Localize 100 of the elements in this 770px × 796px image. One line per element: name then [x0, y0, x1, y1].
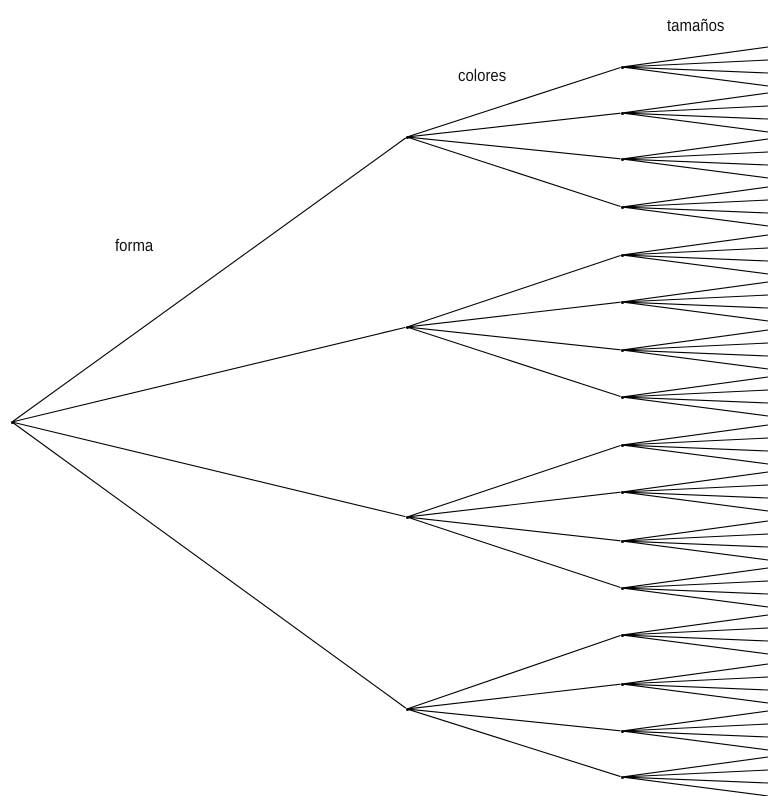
- branch-point: [620, 158, 624, 160]
- branch-point: [406, 516, 408, 518]
- branch-point: [620, 112, 624, 114]
- branch-line: [623, 206, 768, 214]
- branch-line: [623, 186, 768, 208]
- branch-line: [623, 723, 768, 732]
- branch-line: [408, 136, 621, 160]
- branch-line: [623, 588, 768, 608]
- branch-point: [10, 420, 14, 424]
- branch-line: [623, 254, 768, 275]
- branch-line: [408, 516, 621, 542]
- branch-line: [623, 247, 768, 256]
- branch-line: [408, 684, 621, 710]
- branch-point: [620, 396, 624, 398]
- branch-line: [623, 444, 768, 452]
- branch-line: [623, 105, 768, 114]
- branch-line: [13, 422, 406, 518]
- branch-line: [623, 254, 768, 262]
- level-label: forma: [115, 236, 154, 256]
- branch-point: [620, 254, 624, 256]
- branch-line: [623, 294, 768, 302]
- branch-line: [623, 138, 768, 160]
- branch-line: [623, 634, 768, 655]
- branch-line: [623, 234, 768, 256]
- branch-point: [620, 776, 624, 778]
- branch-line: [13, 326, 406, 422]
- branch-line: [623, 710, 768, 732]
- branch-line: [623, 66, 768, 87]
- level-label: tamaños: [667, 16, 724, 36]
- branch-line: [623, 350, 768, 370]
- branch-line: [623, 350, 768, 357]
- branch-line: [12, 422, 406, 709]
- branch-line: [408, 634, 621, 710]
- branch-line: [623, 634, 768, 642]
- branch-line: [623, 396, 768, 404]
- level-label: colores: [458, 66, 506, 86]
- branch-line: [623, 730, 768, 738]
- branch-point: [406, 136, 408, 138]
- branch-line: [623, 684, 768, 691]
- branch-line: [623, 627, 768, 636]
- branch-line: [623, 158, 768, 166]
- branch-line: [408, 326, 621, 398]
- branch-line: [623, 756, 768, 778]
- branch-line: [623, 302, 768, 309]
- branch-point: [620, 300, 624, 304]
- branch-point: [620, 66, 624, 68]
- branch-line: [623, 444, 768, 465]
- branch-line: [623, 329, 768, 350]
- branch-line: [623, 776, 768, 796]
- branch-line: [623, 567, 768, 588]
- branch-line: [623, 484, 768, 492]
- branch-line: [623, 46, 768, 68]
- branch-line: [623, 533, 768, 542]
- branch-line: [623, 676, 768, 684]
- branch-line: [623, 206, 768, 227]
- branch-line: [408, 444, 621, 518]
- branch-line: [623, 540, 768, 548]
- branch-point: [620, 730, 624, 732]
- branch-point: [620, 444, 624, 446]
- branch-line: [623, 769, 768, 778]
- branch-line: [408, 302, 621, 328]
- branch-line: [623, 520, 768, 542]
- branch-point: [620, 634, 624, 636]
- branch-line: [408, 254, 621, 328]
- branch-line: [408, 112, 621, 138]
- branch-point: [620, 206, 624, 208]
- branch-line: [623, 158, 768, 179]
- branch-line: [623, 580, 768, 588]
- branch-point: [406, 326, 408, 328]
- branch-line: [623, 376, 768, 398]
- branch-line: [623, 492, 768, 499]
- branch-line: [623, 199, 768, 208]
- branch-point: [620, 490, 624, 494]
- branch-line: [623, 151, 768, 160]
- branch-line: [623, 588, 768, 595]
- branch-line: [623, 614, 768, 636]
- branch-point: [620, 586, 624, 590]
- branch-line: [408, 136, 621, 208]
- branch-line: [408, 516, 621, 588]
- branch-point: [620, 348, 624, 352]
- branch-line: [623, 684, 768, 704]
- branch-line: [408, 326, 621, 350]
- branch-line: [408, 708, 621, 732]
- branch-line: [623, 730, 768, 751]
- branch-line: [623, 389, 768, 398]
- branch-line: [623, 59, 768, 68]
- branch-line: [623, 281, 768, 302]
- branch-line: [623, 471, 768, 492]
- branch-line: [623, 776, 768, 784]
- branch-line: [408, 66, 621, 138]
- branch-line: [623, 112, 768, 133]
- branch-line: [623, 492, 768, 512]
- branch-line: [623, 663, 768, 684]
- branch-line: [623, 396, 768, 417]
- branch-line: [408, 708, 621, 778]
- branch-line: [12, 137, 406, 422]
- branch-point: [406, 708, 408, 710]
- branch-line: [623, 66, 768, 74]
- branch-line: [623, 342, 768, 350]
- branch-line: [623, 540, 768, 561]
